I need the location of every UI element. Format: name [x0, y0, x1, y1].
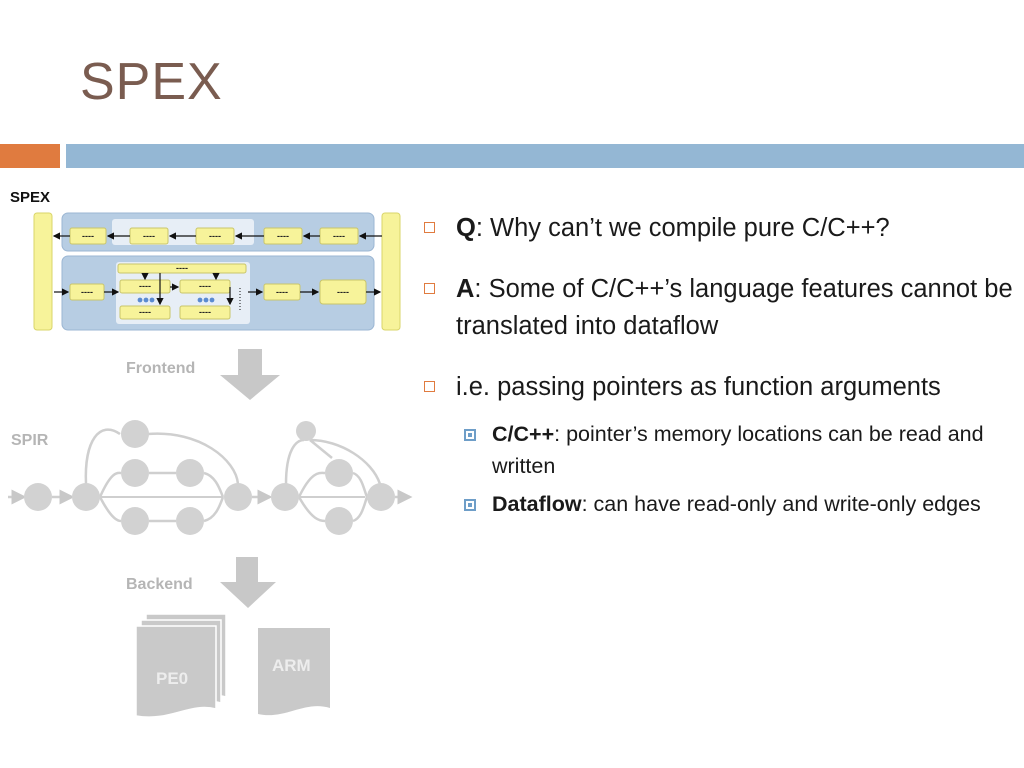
backend-label: Backend: [126, 576, 193, 593]
bullet-text: i.e. passing pointers as function argume…: [456, 373, 941, 401]
bullet-item: i.e. passing pointers as function argume…: [424, 369, 1014, 406]
spir-node: [176, 507, 204, 535]
subbullet-text: : can have read-only and write-only edge…: [581, 492, 981, 516]
accent-bar-blue: [66, 144, 1024, 168]
node-box-text: ----: [139, 281, 151, 291]
bullet-item: A: Some of C/C++’s language features can…: [424, 271, 1014, 345]
spir-node: [271, 483, 299, 511]
bullet-text: : Some of C/C++’s language features cann…: [456, 275, 1013, 340]
accent-bar-orange: [0, 144, 60, 168]
pe0-label: PE0: [156, 669, 188, 688]
spir-node: [224, 483, 252, 511]
arm-label: ARM: [272, 656, 311, 675]
spex-label: SPEX: [10, 189, 50, 206]
spir-node: [121, 459, 149, 487]
node-box-text: ----: [209, 231, 221, 241]
spir-node: [121, 507, 149, 535]
bullet-square-icon: [424, 381, 435, 392]
node-box-text: ----: [333, 231, 345, 241]
node-box-text: ----: [176, 263, 188, 273]
spir-node: [72, 483, 100, 511]
spir-node: [325, 507, 353, 535]
spir-node: [24, 483, 52, 511]
spir-label: SPIR: [11, 432, 49, 449]
pe0-document-icon: [135, 613, 227, 718]
slide-title: SPEX: [80, 53, 223, 111]
node-box-text: ----: [143, 231, 155, 241]
node-box-text: ----: [82, 231, 94, 241]
spex-compilation-diagram: SPEX ---- ---- ---- ---- ----: [8, 189, 413, 718]
subbullet-item: Dataflow: can have read-only and write-o…: [424, 488, 1014, 520]
spir-graph: [8, 428, 413, 523]
subbullet-item: C/C++: pointer’s memory locations can be…: [424, 418, 1014, 482]
bullet-item: Q: Why can’t we compile pure C/C++?: [424, 210, 1014, 247]
frontend-label: Frontend: [126, 360, 195, 377]
node-box-text: ----: [199, 307, 211, 317]
node-box-text: ----: [277, 231, 289, 241]
node-box-text: ----: [81, 287, 93, 297]
backend-arrow-icon: [220, 557, 276, 608]
bullet-list: Q: Why can’t we compile pure C/C++? A: S…: [424, 210, 1014, 526]
spir-node: [367, 483, 395, 511]
subbullet-square-icon: [464, 429, 476, 441]
bullet-text: : Why can’t we compile pure C/C++?: [475, 214, 890, 242]
subbullet-text: : pointer’s memory locations can be read…: [492, 422, 984, 478]
spir-node: [121, 420, 149, 448]
bullet-prefix: A: [456, 275, 475, 303]
arm-document-icon: [258, 628, 330, 716]
subbullet-prefix: C/C++: [492, 422, 555, 446]
node-box-text: ----: [139, 307, 151, 317]
bullet-square-icon: [424, 222, 435, 233]
spir-node: [296, 421, 316, 441]
subbullet-square-icon: [464, 499, 476, 511]
node-box-text: ----: [199, 281, 211, 291]
bullet-prefix: Q: [456, 214, 476, 242]
subbullet-prefix: Dataflow: [492, 492, 582, 516]
spex-block: ---- ---- ---- ---- ---- ---- ---- ----: [33, 212, 401, 331]
frontend-arrow-icon: [220, 349, 280, 400]
spir-node: [325, 459, 353, 487]
bullet-square-icon: [424, 283, 435, 294]
node-box-text: ----: [276, 287, 288, 297]
spir-node: [176, 459, 204, 487]
node-box-text: ----: [337, 287, 349, 297]
